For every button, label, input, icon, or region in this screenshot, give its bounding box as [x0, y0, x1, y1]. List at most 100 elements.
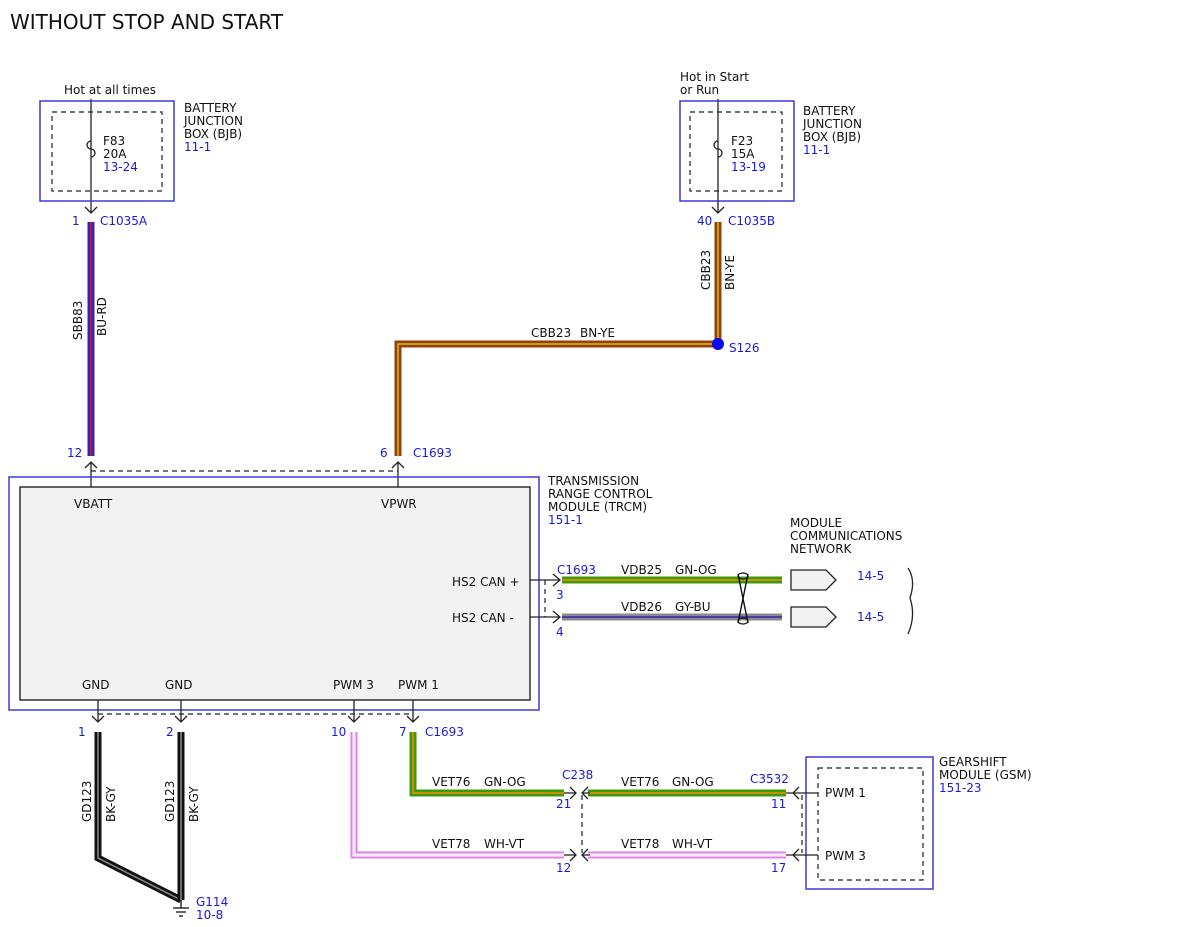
left-fuse-id: F83 [103, 134, 125, 148]
network-label-3: NETWORK [790, 542, 853, 556]
right-fuse-id: F23 [731, 134, 753, 148]
trcm-outer-box [8, 476, 540, 711]
hs2-can-plus-label: HS2 CAN + [452, 575, 520, 589]
vet76-b-circuit: VET76 [621, 775, 659, 789]
gsm-pwm1-connector-icon [792, 786, 800, 800]
network-plus-ref: 14-5 [857, 569, 884, 583]
pwm1-connector-icon [406, 715, 420, 723]
network-minus-arrow-icon [790, 606, 837, 628]
right-bjb-label-1: BATTERY [803, 104, 856, 118]
splice-id: S126 [729, 341, 760, 355]
left-bjb-label-3: BOX (BJB) [184, 127, 242, 141]
left-bjb-box [39, 100, 175, 202]
gd123-b-color: BK-GY [187, 786, 201, 822]
vet78-a-color: WH-VT [484, 837, 525, 851]
gsm-pwm3-connector-icon [792, 848, 800, 862]
vet76-a-color: GN-OG [484, 775, 526, 789]
vbatt-pin: 12 [67, 446, 82, 460]
network-label-2: COMMUNICATIONS [790, 529, 902, 543]
left-connector-icon [84, 206, 98, 214]
diagram-title: WITHOUT STOP AND START [10, 10, 284, 34]
c238-id: C238 [562, 768, 593, 782]
network-brace-icon [907, 567, 914, 635]
can-minus-connector-icon [552, 610, 561, 624]
c238-pin-b: 12 [556, 861, 571, 875]
gnd1-label: GND [82, 678, 110, 692]
right-fuse-icon [713, 140, 723, 158]
ground-ref: 10-8 [196, 908, 223, 922]
left-source-label: Hot at all times [64, 83, 156, 97]
left-connector-pin: 1 [72, 214, 80, 228]
trcm-top-connector: C1693 [413, 446, 452, 460]
trcm-module-box [19, 486, 531, 701]
c238-pin-a: 21 [556, 797, 571, 811]
vet76-b-color: GN-OG [672, 775, 714, 789]
gsm-label-2: MODULE (GSM) [939, 768, 1032, 782]
network-label-1: MODULE [790, 516, 842, 530]
trcm-label-3: MODULE (TRCM) [548, 500, 647, 514]
ground-id: G114 [196, 895, 228, 909]
left-bjb-ref: 11-1 [184, 140, 211, 154]
left-fuse-rating: 20A [103, 147, 127, 161]
pwm3-label: PWM 3 [333, 678, 374, 692]
left-connector-id: C1035A [100, 214, 148, 228]
gsm-label-1: GEARSHIFT [939, 755, 1007, 769]
gnd1-pin: 1 [78, 725, 86, 739]
gsm-pwm1-pin: 11 [771, 797, 786, 811]
can-connector-id: C1693 [557, 563, 596, 577]
gnd2-label: GND [165, 678, 193, 692]
sbb83-color: BU-RD [95, 297, 109, 336]
vdb25-color: GN-OG [675, 563, 717, 577]
vet78-a-circuit: VET78 [432, 837, 470, 851]
vdb26-color: GY-BU [675, 600, 711, 614]
vpwr-label: VPWR [381, 497, 417, 511]
right-bjb-label-3: BOX (BJB) [803, 130, 861, 144]
cbb23-vertical-circuit: CBB23 [699, 250, 713, 290]
can-minus-pin: 4 [556, 625, 564, 639]
can-plus-pin: 3 [556, 588, 564, 602]
trcm-ref: 151-1 [548, 513, 583, 527]
pwm3-connector-icon [347, 715, 361, 723]
vdb26-circuit: VDB26 [621, 600, 662, 614]
wire-vet78 [350, 732, 786, 859]
right-connector-id: C1035B [728, 214, 775, 228]
hs2-can-minus-label: HS2 CAN - [452, 611, 514, 625]
vdb25-circuit: VDB25 [621, 563, 662, 577]
wire-vet76 [409, 732, 786, 797]
cbb23-vertical-color: BN-YE [723, 255, 737, 290]
cbb23-horizontal-circuit: CBB23 [531, 326, 571, 340]
gsm-ref: 151-23 [939, 781, 982, 795]
twisted-pair-icon [737, 572, 749, 625]
right-source-label-1: Hot in Start [680, 70, 749, 84]
sbb83-circuit: SBB83 [71, 301, 85, 340]
vbatt-label: VBATT [74, 497, 113, 511]
gnd1-connector-icon [91, 715, 105, 723]
vet78-b-circuit: VET78 [621, 837, 659, 851]
ground-icon [173, 900, 189, 917]
pwm1-label: PWM 1 [398, 678, 439, 692]
gsm-pwm1-label: PWM 1 [825, 786, 866, 800]
right-connector-icon [711, 206, 725, 214]
right-fuse-ref: 13-19 [731, 160, 766, 174]
gsm-connector-id: C3532 [750, 772, 789, 786]
right-connector-pin: 40 [697, 214, 712, 228]
right-bjb-label-2: JUNCTION [802, 117, 862, 131]
gnd2-pin: 2 [166, 725, 174, 739]
trcm-label-2: RANGE CONTROL [548, 487, 653, 501]
pwm1-pin: 7 [399, 725, 407, 739]
left-fuse-ref: 13-24 [103, 160, 138, 174]
gd123-a-circuit: GD123 [80, 781, 94, 822]
right-source-label-2: or Run [680, 83, 719, 97]
right-bjb-ref: 11-1 [803, 143, 830, 157]
gd123-b-circuit: GD123 [163, 781, 177, 822]
left-bjb-label-1: BATTERY [184, 101, 237, 115]
vet76-a-circuit: VET76 [432, 775, 470, 789]
network-plus-arrow-icon [790, 569, 837, 591]
vpwr-pin: 6 [380, 446, 388, 460]
wire-cbb23 [394, 222, 722, 456]
cbb23-horizontal-color: BN-YE [580, 326, 615, 340]
vet78-b-color: WH-VT [672, 837, 713, 851]
right-fuse-rating: 15A [731, 147, 755, 161]
pwm3-pin: 10 [331, 725, 346, 739]
